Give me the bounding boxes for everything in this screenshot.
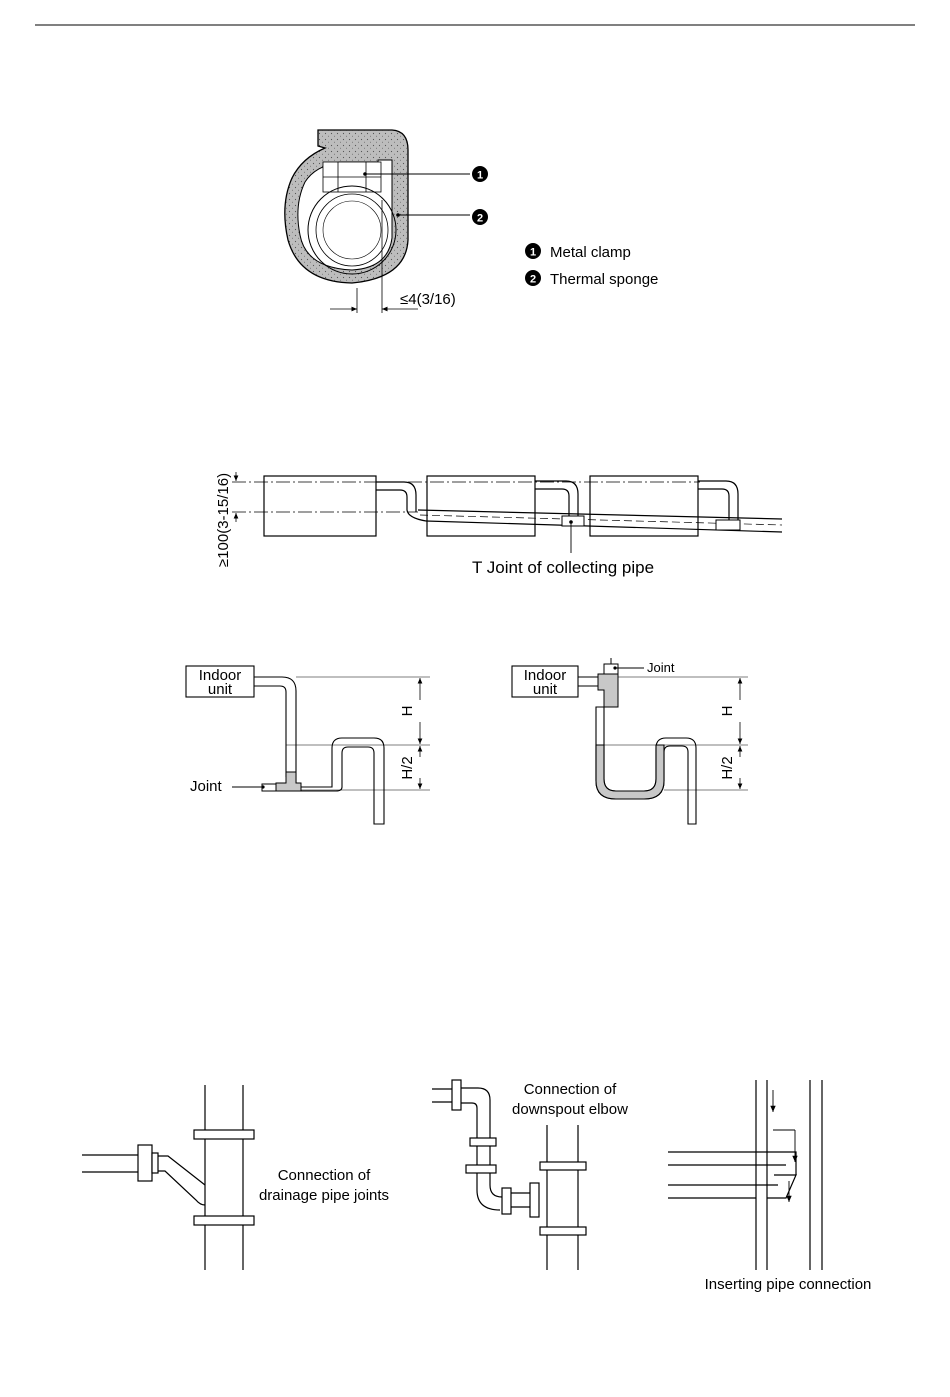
drainage-joint-figure (82, 1085, 254, 1270)
elbow-label-1: Connection of (524, 1081, 617, 1098)
h-half-label-right: H/2 (719, 756, 736, 779)
h-label-right: H (719, 706, 736, 717)
indoor-unit-2 (427, 476, 535, 536)
trap-u-filled (596, 707, 696, 824)
legend-1-number: 1 (530, 247, 536, 259)
indoor-unit-label-right-2: unit (533, 681, 558, 698)
callout-1-number: 1 (477, 170, 483, 182)
inserting-label: Inserting pipe connection (705, 1276, 872, 1293)
trap-joint-block-left (276, 772, 301, 791)
inserting-pipe-figure (668, 1080, 822, 1270)
joint-label-left: Joint (190, 778, 223, 795)
gap-dimension: ≤4(3/16) (400, 291, 456, 308)
fig1-legend: 1 Metal clamp 2 Thermal sponge (525, 243, 658, 288)
elbow-label-2: downspout elbow (512, 1101, 628, 1118)
drainage-label-2: drainage pipe joints (259, 1187, 389, 1204)
joint-label-right: Joint (647, 660, 675, 675)
h-label-left: H (399, 706, 416, 717)
trap-joint-block-right (598, 674, 618, 707)
legend-2-number: 2 (530, 274, 536, 286)
tee-joint-label: T Joint of collecting pipe (472, 558, 654, 577)
legend-1-label: Metal clamp (550, 244, 631, 261)
h-half-label-left: H/2 (399, 756, 416, 779)
insulation-section-figure: 1 2 ≤4(3/16) (285, 130, 488, 313)
callout-2-number: 2 (477, 213, 483, 225)
legend-2-label: Thermal sponge (550, 271, 658, 288)
min-height-label: ≥100(3-15/16) (215, 473, 232, 567)
collecting-pipe-figure (232, 472, 782, 553)
indoor-unit-label-left-2: unit (208, 681, 233, 698)
drainage-label-1: Connection of (278, 1167, 371, 1184)
indoor-unit-1 (264, 476, 376, 536)
